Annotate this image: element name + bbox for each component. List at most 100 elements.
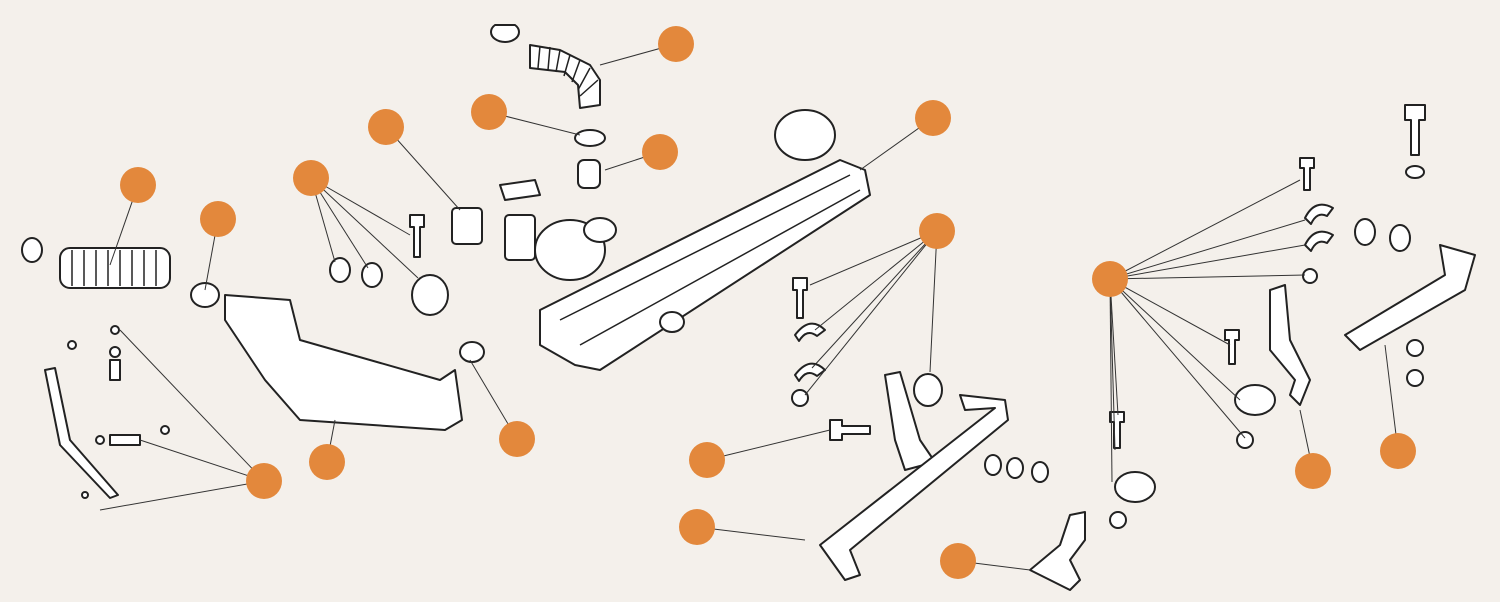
rubber-bushing	[913, 373, 943, 407]
pipe-right	[1344, 244, 1476, 351]
pipe-clamp	[459, 341, 485, 363]
seal-right-1	[1354, 218, 1376, 246]
half-clamp-lower	[794, 362, 826, 382]
bolt-horizontal	[829, 419, 871, 441]
callout-dot[interactable]	[658, 26, 694, 62]
mounting-bracket-left	[44, 367, 119, 499]
callout-13	[99, 329, 282, 511]
callout-9	[804, 213, 955, 396]
bracket-right	[1269, 284, 1311, 406]
callout-dot[interactable]	[1380, 433, 1416, 469]
seal-ring-1	[329, 257, 351, 283]
callout-dot[interactable]	[915, 100, 951, 136]
leader-line	[1109, 278, 1113, 483]
callout-3	[604, 134, 678, 171]
callout-dot[interactable]	[679, 509, 715, 545]
pipe-sleeve	[577, 159, 601, 189]
leader-line	[1109, 278, 1246, 439]
leader-line	[696, 526, 806, 541]
callout-dot[interactable]	[368, 109, 404, 145]
callout-2	[471, 94, 581, 136]
callout-dot[interactable]	[293, 160, 329, 196]
callout-14	[1380, 344, 1416, 469]
leader-line	[706, 429, 831, 461]
bolt-left	[409, 214, 425, 258]
band-clamp	[411, 274, 449, 316]
nuts-far-right	[1406, 339, 1424, 387]
nut-right	[1302, 268, 1318, 284]
bracket-clip	[109, 434, 141, 446]
bolt-right	[1299, 157, 1315, 191]
leader-line	[1109, 244, 1306, 280]
leader-line	[1109, 219, 1306, 280]
callout-dot[interactable]	[120, 167, 156, 203]
callout-dot[interactable]	[309, 444, 345, 480]
callout-dot[interactable]	[246, 463, 282, 499]
flange-gasket	[451, 207, 483, 245]
callout-18	[940, 543, 1031, 579]
leader-line	[310, 177, 419, 279]
callout-11	[469, 359, 535, 457]
leader-line	[811, 230, 938, 369]
nut-lower	[1109, 511, 1127, 529]
bolt-right-mid	[1224, 329, 1240, 365]
corrugated-hose-top	[529, 44, 601, 109]
callout-dot[interactable]	[689, 442, 725, 478]
callout-dot[interactable]	[499, 421, 535, 457]
small-hardware-left	[67, 325, 170, 499]
heat-exchanger-body	[504, 109, 871, 371]
seal-right-2	[1389, 224, 1411, 252]
bolt-right-top	[1404, 104, 1426, 156]
leader-line	[1109, 278, 1231, 346]
washer-set	[984, 454, 1049, 483]
leader-line	[119, 329, 265, 482]
pipe-elbow-bottom	[1029, 511, 1086, 591]
callout-10	[1092, 179, 1306, 483]
washer-right	[1405, 165, 1425, 179]
callouts	[99, 26, 1416, 579]
band-clamp-lower	[1114, 471, 1156, 503]
leader-line	[139, 439, 265, 482]
callout-17	[679, 509, 806, 545]
leader-line	[929, 230, 938, 373]
callout-dot[interactable]	[471, 94, 507, 130]
nut-right-lower	[1236, 431, 1254, 449]
callout-7	[293, 160, 419, 279]
half-clamp-right-1	[1304, 203, 1334, 225]
leader-line	[804, 230, 938, 396]
leader-line	[1109, 278, 1116, 451]
leader-line	[1109, 179, 1301, 280]
leader-line	[1109, 278, 1241, 401]
band-clamp-right	[1234, 384, 1276, 416]
callout-dot[interactable]	[919, 213, 955, 249]
callout-dot[interactable]	[200, 201, 236, 237]
leader-line	[814, 230, 938, 331]
callout-1	[599, 26, 694, 66]
callout-8	[859, 100, 951, 171]
callout-6	[200, 201, 236, 291]
callout-dot[interactable]	[1092, 261, 1128, 297]
pipe-collar	[190, 282, 220, 308]
callout-dot[interactable]	[1295, 453, 1331, 489]
half-clamp-right-2	[1304, 230, 1334, 252]
leader-line	[310, 177, 411, 236]
bolt-center	[792, 277, 808, 319]
gasket-small	[499, 179, 541, 201]
callout-16	[689, 429, 831, 478]
leader-line	[1109, 278, 1119, 416]
callout-dot[interactable]	[940, 543, 976, 579]
hose-clamp-top	[490, 24, 520, 43]
parts	[21, 24, 1476, 591]
leader-line	[99, 480, 265, 511]
pipe-lower-center	[819, 394, 1009, 581]
leader-line	[385, 126, 461, 211]
callout-15	[1295, 409, 1331, 489]
corrugated-hose-left	[21, 237, 171, 289]
callout-dot[interactable]	[642, 134, 678, 170]
seal-ring-2	[361, 262, 383, 288]
callout-5	[109, 167, 156, 266]
leader-line	[809, 230, 938, 286]
leader-line	[1109, 274, 1306, 280]
clamp-ring	[574, 129, 606, 147]
